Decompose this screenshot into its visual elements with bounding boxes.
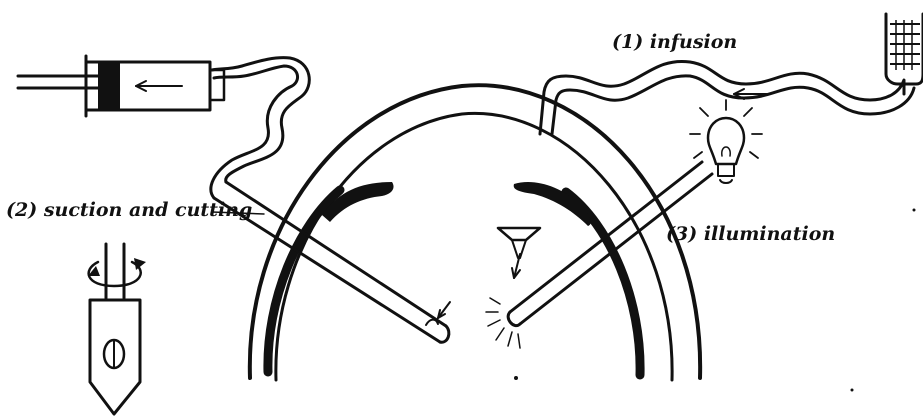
light-bulb-icon <box>690 100 762 183</box>
rotating-cutter-icon <box>88 244 146 414</box>
infusion-cannula <box>540 61 914 134</box>
infusion-bottle-icon <box>886 14 923 84</box>
infusion-label: (1) infusion <box>612 33 737 52</box>
syringe-icon <box>18 56 224 116</box>
suction-tubing <box>211 58 309 198</box>
illumination-label: (3) illumination <box>666 225 835 244</box>
eye-wall <box>250 85 700 380</box>
lens-symbol <box>498 228 540 278</box>
suction-cutting-label: (2) suction and cutting <box>6 201 252 220</box>
